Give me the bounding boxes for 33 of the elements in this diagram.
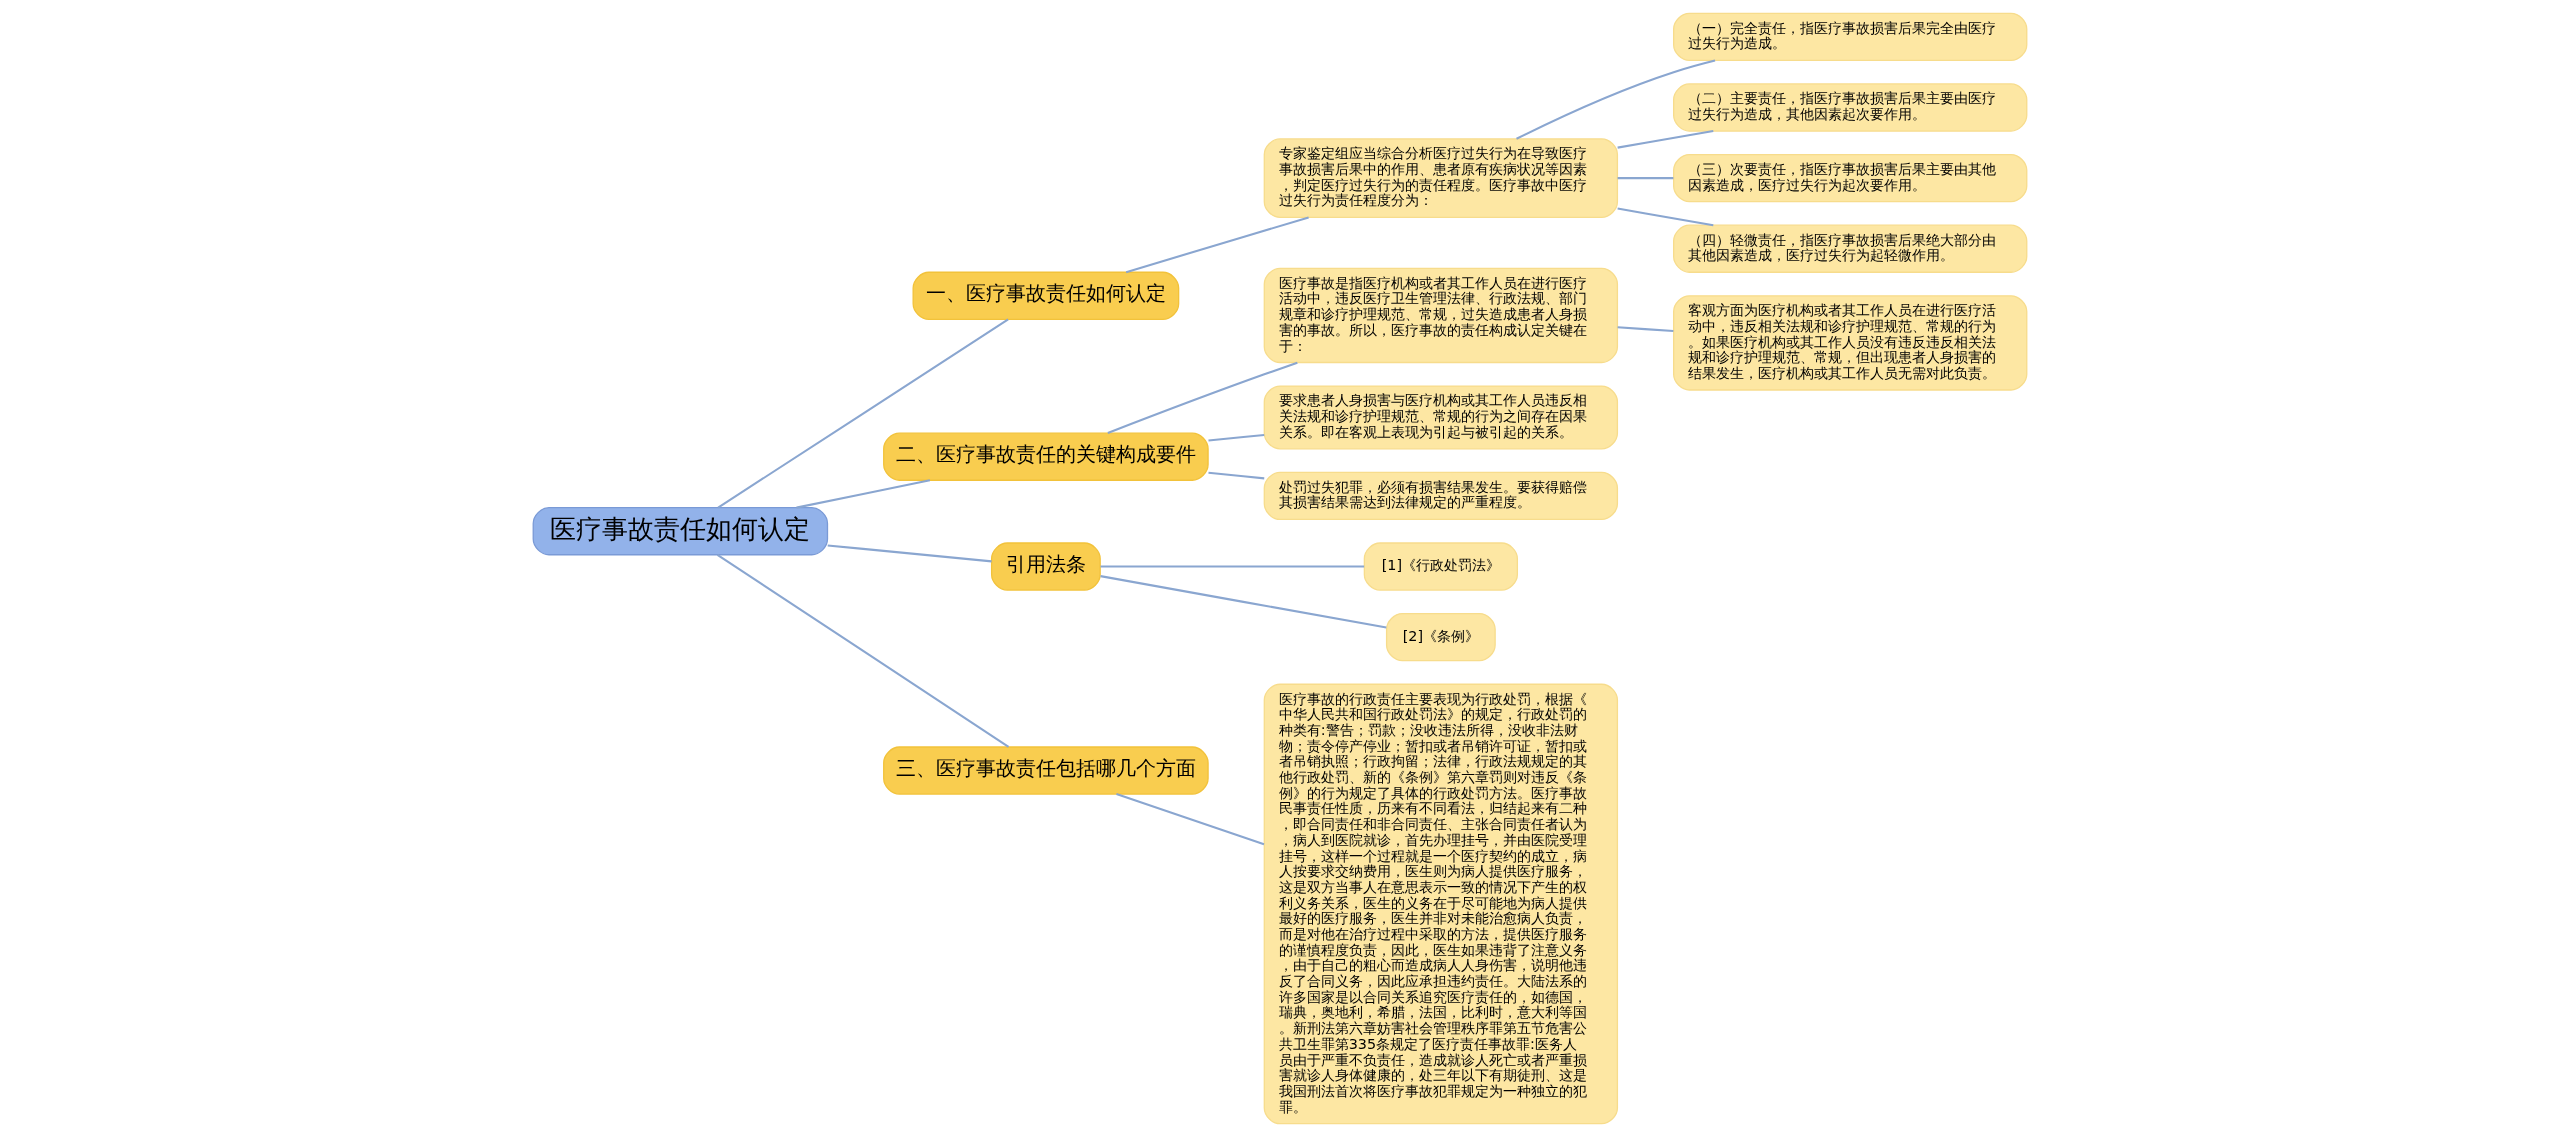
connector [717,318,1009,509]
node-box: （二）主要责任，指医疗事故损害后果主要由医疗过失行为造成，其他因素起次要作用。 [1673,83,2028,132]
node-box: （三）次要责任，指医疗事故损害后果主要由其他因素造成，医疗过失行为起次要作用。 [1673,153,2028,203]
connector [827,544,992,563]
connector [1100,575,1387,629]
node-box: [1]《行政处罚法》 [1363,542,1519,591]
node-box: 医疗事故的行政责任主要表现为行政处罚，根据《中华人民共和国行政处罚法》的规定，行政处罚的种类有:警告；罚款；没收违法所得，没收非法财物；责令停产停业；暂扣或者吊销许可证，暂扣或者吊销执照；行政拘留；法律，行政法规规定的其他行政处罚、新的《条例》第六章罚则对违反《条例》的行为规定了具体的行政处罚方法。医疗事故民事责任性质，历来有不同看法，归结起来有二种，即合同责任和非合同责任、主张合同责任者认为，病人到医院就诊，首先办理挂号，并由医院受理挂号，这样一个过程就是一个医疗契约的成立，病人按要求交纳费用，医生则为病人提供医疗服务，这是双方当事人在意思表示一致的情况下产生的权利义务关系，医生的义务在于尽可能地为病人提供最好的医疗服务，医生并非对未能治愈病人负责，而是对他在治疗过程中采取的方法，提供医疗服务的谨慎程度负责，因此，医生如果违背了注意义务，由于自己的粗心而造成病人人身伤害，说明他违反了合同义务，因此应承担违约责任。大陆法系的许多国家是以合同关系追究医疗责任的，如德国，瑞典，奥地利，希腊，法国，比利时，意大利等国。新刑法第六章妨害社会管理秩序罪第五节危害公共卫生罪第335条规定了医疗责任事故罪:医务人员由于严重不负责任，造成就诊人死亡或者严重损害就诊人身体健康的，处三年以下有期徒刑、这是我国刑法首次将医疗事故犯罪规定为一种独立的犯罪。 [1263,683,1619,1125]
connector [1116,793,1265,846]
connector [1208,471,1265,480]
connector [1617,207,1714,227]
connector [1125,216,1309,274]
node-box: 医疗事故责任如何认定 [532,507,829,556]
node-box: 引用法条 [990,542,1101,591]
node-box: 二、医疗事故责任的关键构成要件 [883,432,1209,481]
node-box: 专家鉴定组应当综合分析医疗过失行为在导致医疗事故损害后果中的作用、患者原有疾病状况等因素，判定医疗过失行为的责任程度。医疗事故中医疗过失行为责任程度分为： [1263,138,1619,218]
connector [1617,177,1674,180]
node-box: [2]《条例》 [1385,612,1496,662]
connector [1107,361,1298,434]
connector [1617,130,1714,149]
node-box: 三、医疗事故责任包括哪几个方面 [883,746,1209,795]
connector [1100,565,1365,568]
node-box: 要求患者人身损害与医疗机构或其工作人员违反相关法规和诊疗护理规范、常规的行为之间存在因果关系。即在客观上表现为引起与被引起的关系。 [1263,385,1619,450]
connector [1516,59,1716,140]
connector [1208,433,1265,442]
node-box: 医疗事故是指医疗机构或者其工作人员在进行医疗活动中，违反医疗卫生管理法律、行政法规、部门规章和诊疗护理规范、常规，过失造成患者人身损害的事故。所以，医疗事故的责任构成认定关键在于： [1263,267,1619,364]
node-box: 一、医疗事故责任如何认定 [912,271,1180,320]
connector [796,479,931,509]
connector [716,553,1010,748]
node-box: 处罚过失犯罪，必须有损害结果发生。要获得赔偿其损害结果需达到法律规定的严重程度。 [1263,471,1619,521]
node-box: （一）完全责任，指医疗事故损害后果完全由医疗过失行为造成。 [1673,12,2028,62]
node-box: （四）轻微责任，指医疗事故损害后果绝大部分由其他因素造成，医疗过失行为起轻微作用。 [1673,224,2028,273]
connector [1617,326,1674,333]
node-box: 客观方面为医疗机构或者其工作人员在进行医疗活动中，违反相关法规和诊疗护理规范、常规的行为。如果医疗机构或其工作人员没有违反违反相关法规和诊疗护理规范、常规，但出现患者人身损害的结果发生，医疗机构或其工作人员无需对此负责。 [1673,295,2028,391]
